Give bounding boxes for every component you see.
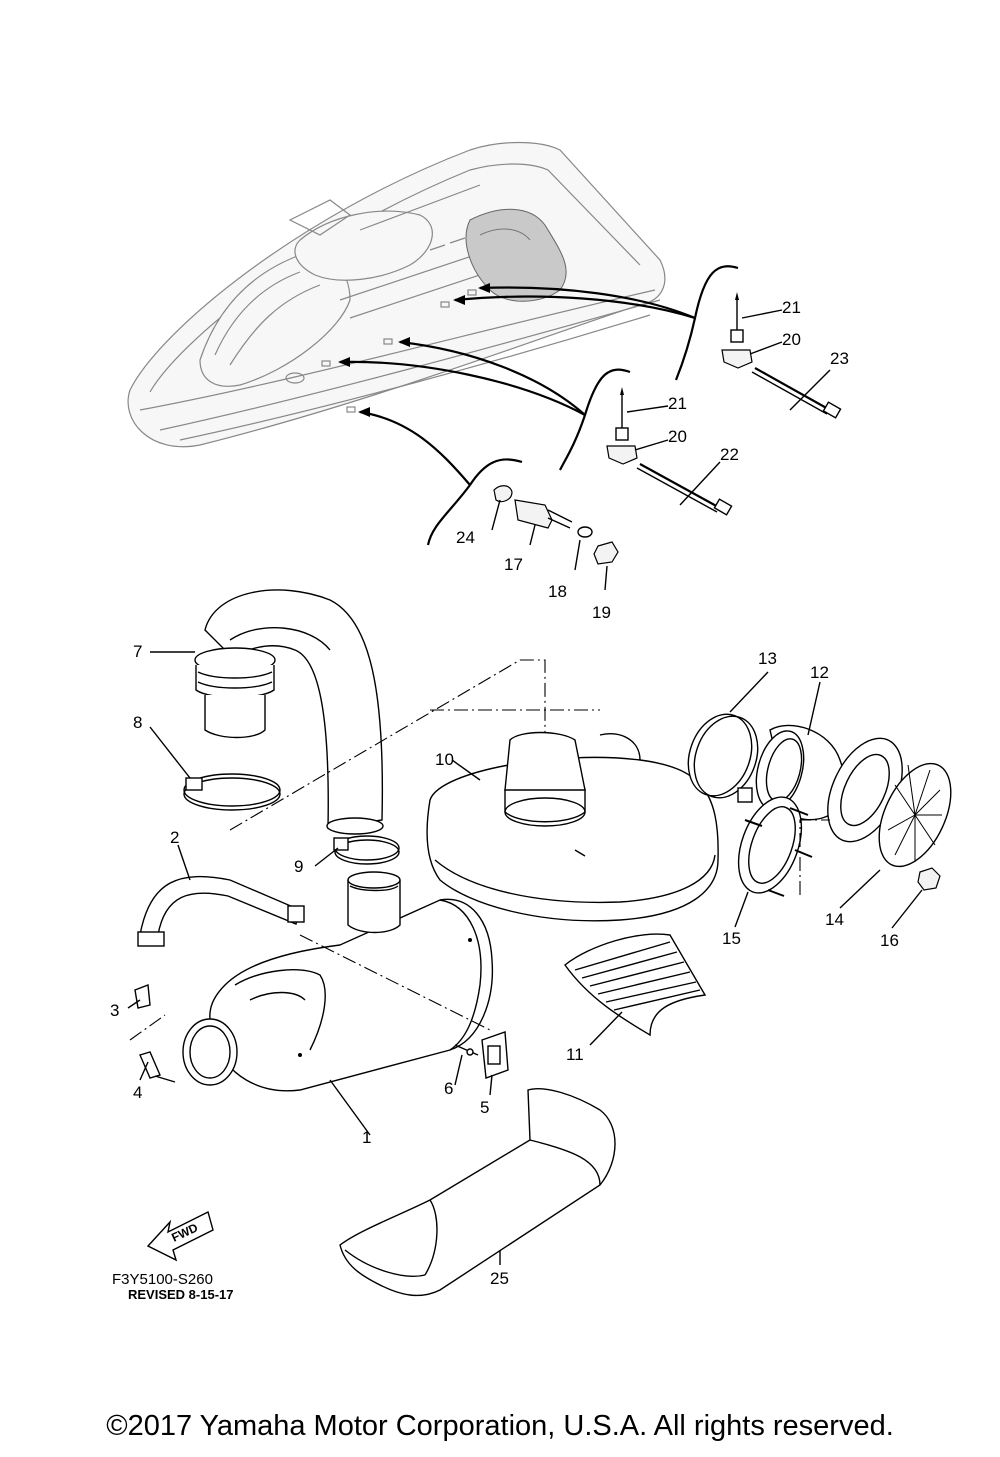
part-number: 22 <box>720 445 739 464</box>
part-number-labels: 1 2 3 4 5 6 7 8 9 10 11 12 13 14 15 16 1… <box>110 298 899 1288</box>
part-number: 9 <box>294 857 303 876</box>
part-number: 20 <box>668 427 687 446</box>
part-number: 25 <box>490 1269 509 1288</box>
rubber-pad <box>564 933 707 1037</box>
part-number: 19 <box>592 603 611 622</box>
part-number: 24 <box>456 528 475 547</box>
hose-clamp-large <box>183 773 281 811</box>
revision-note: REVISED 8-15-17 <box>128 1287 234 1302</box>
part-number: 13 <box>758 649 777 668</box>
location-arrows <box>338 265 739 546</box>
muffler-strap <box>137 875 305 947</box>
part-number: 20 <box>782 330 801 349</box>
part-number: 1 <box>362 1128 371 1147</box>
part-number: 4 <box>133 1083 142 1102</box>
part-number: 14 <box>825 910 844 929</box>
part-number: 16 <box>880 931 899 950</box>
hose-clamp-small <box>333 835 400 865</box>
leader-lines <box>127 651 923 1265</box>
drawing-code: F3Y5100-S260 <box>112 1271 213 1288</box>
part-number: 17 <box>504 555 523 574</box>
part-number: 21 <box>668 394 687 413</box>
drain-fitting-group <box>491 485 619 591</box>
fastener-group-upper <box>721 292 842 419</box>
outlet-pipe-assembly <box>687 713 952 897</box>
part-number: 3 <box>110 1001 119 1020</box>
part-number: 10 <box>435 750 454 769</box>
part-number: 21 <box>782 298 801 317</box>
part-number: 8 <box>133 713 142 732</box>
part-number: 18 <box>548 582 567 601</box>
part-number: 23 <box>830 349 849 368</box>
copyright-notice: ©2017 Yamaha Motor Corporation, U.S.A. A… <box>106 1410 894 1442</box>
part-number: 15 <box>722 929 741 948</box>
part-number: 12 <box>810 663 829 682</box>
watercraft-hull-illustration <box>127 141 666 448</box>
water-lock-tank <box>426 731 719 922</box>
exhaust-elbow-pipe <box>194 589 384 835</box>
exhaust-cover <box>339 1088 616 1297</box>
muffler-body <box>182 871 494 1092</box>
part-number: 5 <box>480 1098 489 1117</box>
forward-direction-arrow: FWD <box>146 1210 214 1262</box>
part-number: 2 <box>170 828 179 847</box>
part-number: 7 <box>133 642 142 661</box>
part-number: 6 <box>444 1079 453 1098</box>
part-number: 11 <box>566 1045 584 1064</box>
fastener-group-lower <box>606 387 733 516</box>
gasket-plate-and-bolt <box>454 1031 509 1079</box>
bracket-and-rivet <box>129 984 176 1083</box>
